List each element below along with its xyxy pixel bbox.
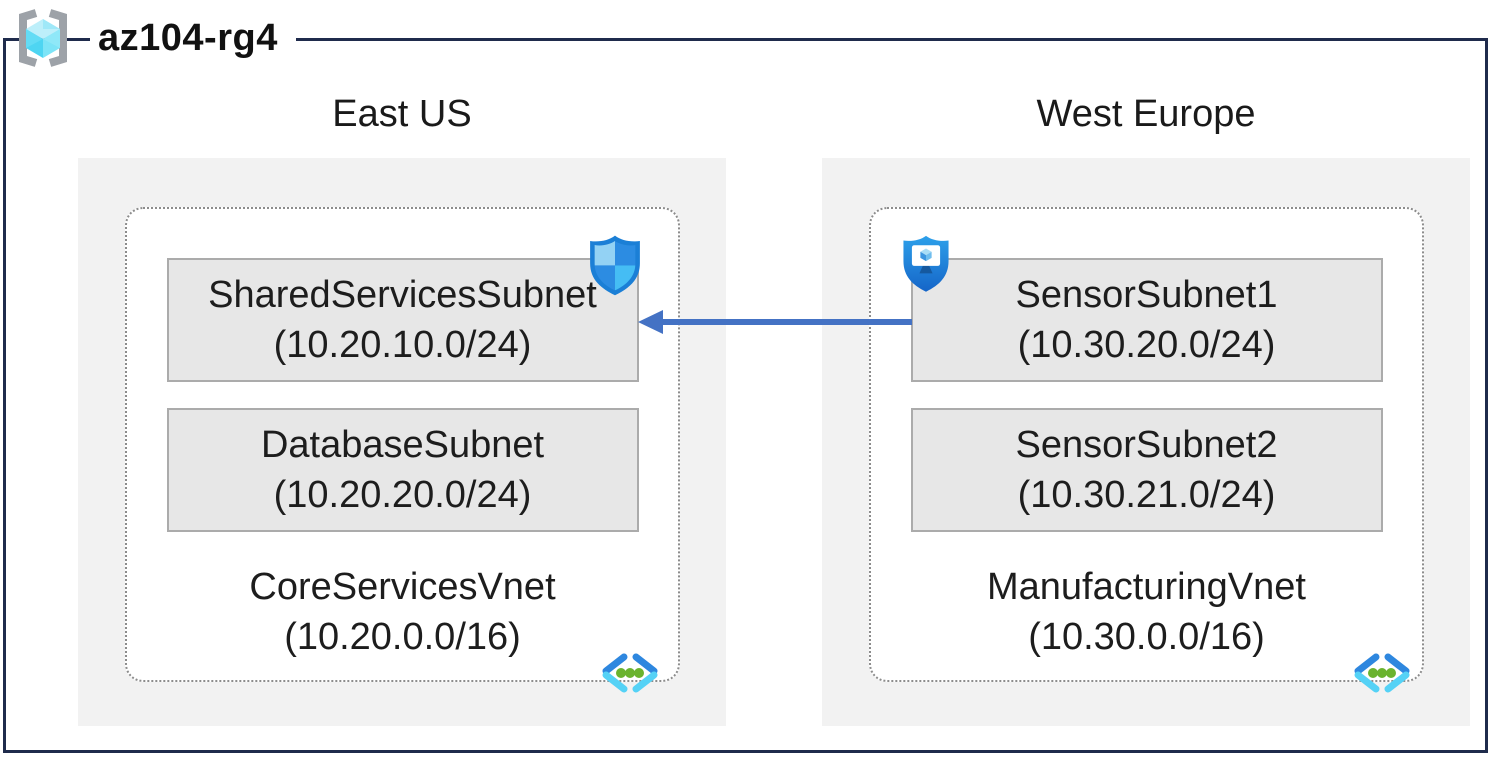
subnet-sensor2: SensorSubnet2 (10.30.21.0/24) (910, 408, 1383, 532)
peering-arrow (638, 310, 912, 334)
resource-group-name: az104-rg4 (90, 10, 296, 66)
region-east-us: East US SharedServicesSubnet (10.20.10.0… (78, 90, 726, 726)
region-west-europe: West Europe SensorSubnet1 (10.30.20.0/24… (822, 90, 1470, 726)
resource-group-icon (19, 9, 67, 67)
subnet-cidr: (10.20.20.0/24) (273, 474, 532, 516)
vnet-manufacturing: SensorSubnet1 (10.30.20.0/24) SensorSubn… (869, 207, 1424, 693)
region-title-east-us: East US (332, 93, 472, 135)
subnet-name: SharedServicesSubnet (208, 274, 597, 316)
subnet-sharedservices: SharedServicesSubnet (10.20.10.0/24) (166, 258, 639, 382)
subnet-cidr: (10.20.10.0/24) (273, 324, 532, 366)
subnet-name: DatabaseSubnet (260, 424, 545, 466)
vnet-coreservices: SharedServicesSubnet (10.20.10.0/24) Dat… (125, 207, 680, 693)
vnet-label-coreservices: CoreServicesVnet (10.20.0.0/16) (127, 562, 678, 662)
application-security-group-icon (903, 235, 949, 292)
vnet-cidr: (10.20.0.0/16) (284, 616, 521, 658)
virtual-network-icon (1354, 653, 1410, 693)
resource-group-border (3, 38, 1488, 753)
region-title-west-europe: West Europe (1036, 93, 1256, 135)
virtual-network-icon (602, 653, 658, 693)
resource-group-header: az104-rg4 (10, 8, 296, 68)
network-security-group-icon (590, 235, 640, 296)
subnet-sensor1: SensorSubnet1 (10.30.20.0/24) (910, 258, 1383, 382)
vnet-cidr: (10.30.0.0/16) (1028, 616, 1265, 658)
region-box-west-europe: SensorSubnet1 (10.30.20.0/24) SensorSubn… (822, 158, 1470, 726)
subnet-database: DatabaseSubnet (10.20.20.0/24) (166, 408, 639, 532)
subnet-cidr: (10.30.20.0/24) (1017, 324, 1276, 366)
region-box-east-us: SharedServicesSubnet (10.20.10.0/24) Dat… (78, 158, 726, 726)
vnet-label-manufacturing: ManufacturingVnet (10.30.0.0/16) (871, 562, 1422, 662)
vnet-name: ManufacturingVnet (987, 566, 1306, 608)
subnet-cidr: (10.30.21.0/24) (1017, 474, 1276, 516)
subnet-name: SensorSubnet1 (1015, 274, 1278, 316)
vnet-name: CoreServicesVnet (249, 566, 556, 608)
subnet-name: SensorSubnet2 (1015, 424, 1278, 466)
